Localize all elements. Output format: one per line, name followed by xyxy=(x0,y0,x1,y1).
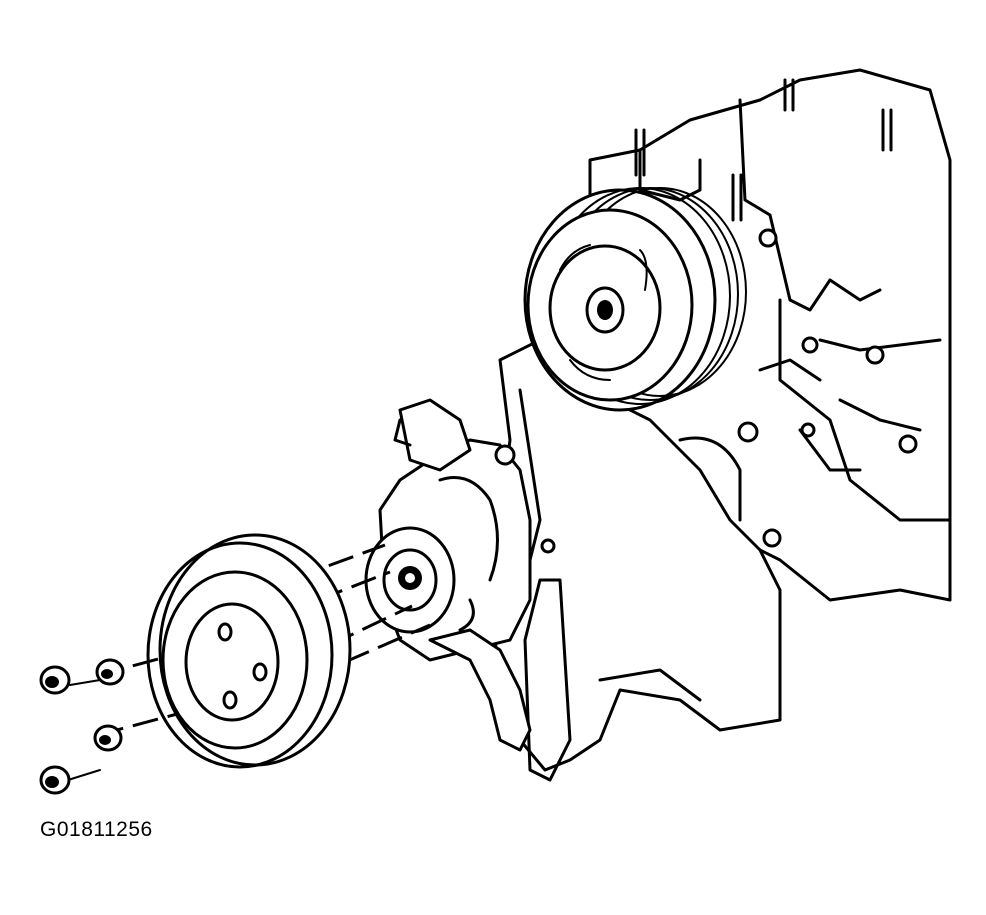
pump-pulley xyxy=(146,533,352,769)
figure-code: G01811256 xyxy=(40,818,153,841)
bolt xyxy=(93,724,123,752)
crankshaft-pulley xyxy=(523,187,747,412)
bolt xyxy=(95,658,125,686)
pulley-bolts xyxy=(39,658,125,795)
pump-bracket xyxy=(428,628,532,752)
front-cover-bracket xyxy=(488,328,782,782)
bolt xyxy=(39,665,71,695)
bolt xyxy=(39,765,71,795)
pump-body xyxy=(364,398,556,662)
